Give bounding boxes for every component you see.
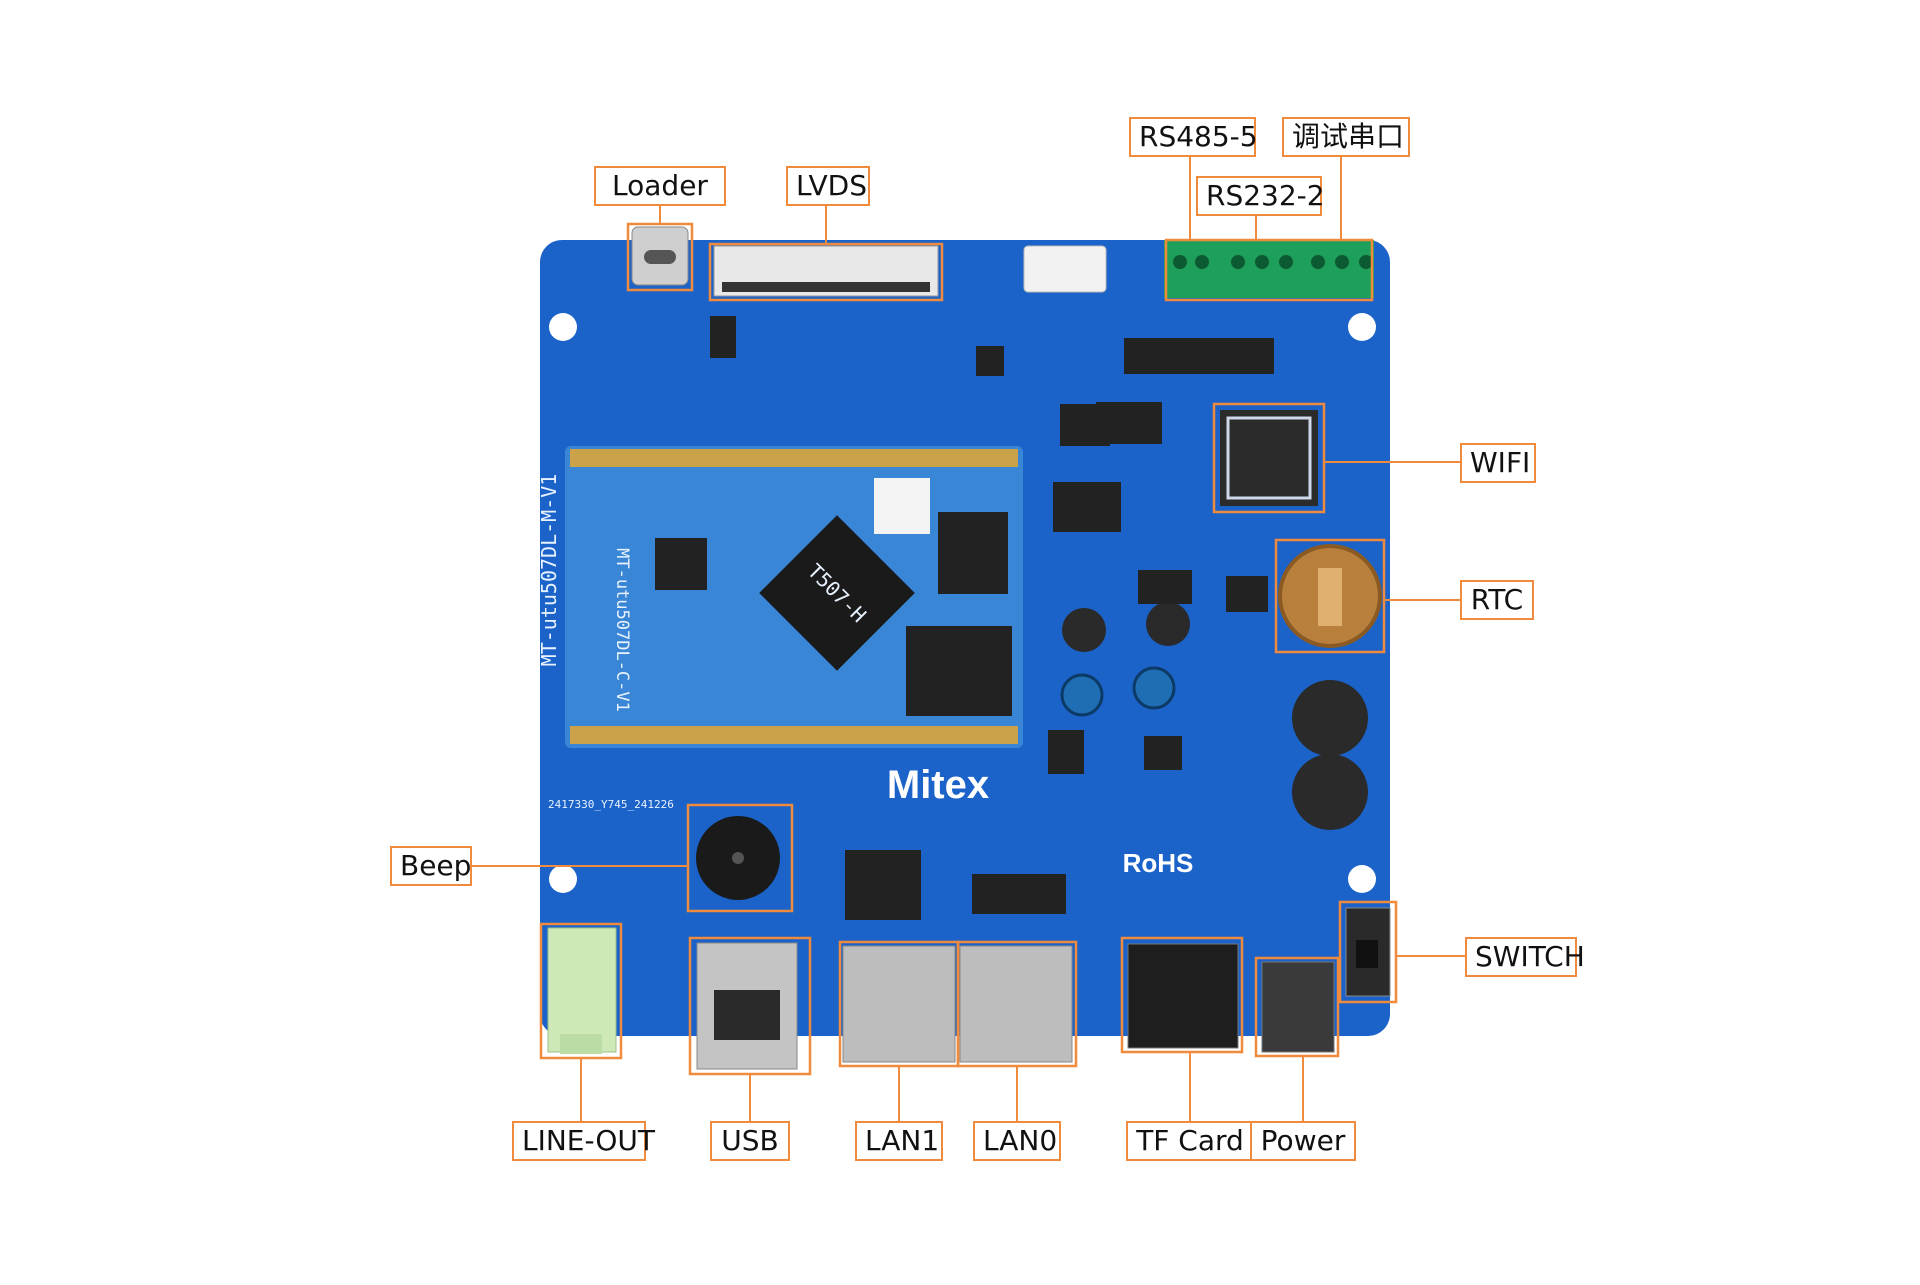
beep-label: Beep <box>390 846 472 886</box>
soc-chip <box>759 515 915 671</box>
rohs-text: RoHS <box>1123 848 1194 878</box>
qr-code <box>874 478 930 534</box>
leader-lines <box>470 152 1465 1121</box>
wifi-module <box>1220 410 1318 506</box>
jst-connector <box>1023 245 1107 293</box>
inductors <box>1060 666 1176 717</box>
rs485-label: RS485-5 <box>1129 117 1258 157</box>
pmic-chip <box>655 538 707 590</box>
brand-text: Mitex <box>887 763 989 807</box>
board-module-text: MT-utu507DL-M-V1 <box>537 474 561 667</box>
terminal-blocks <box>1164 240 1374 298</box>
pcb-code-text: 2417330_Y745_241226 <box>548 798 674 811</box>
audio-jack <box>547 927 617 1053</box>
rs232-label: RS232-2 <box>1196 176 1325 216</box>
wifi-label: WIFI <box>1460 443 1536 483</box>
lan0-port <box>959 945 1073 1063</box>
rtc-label: RTC <box>1460 580 1534 620</box>
emmc-chip <box>906 626 1012 716</box>
switch-label: SWITCH <box>1465 937 1585 977</box>
highlight-boxes <box>539 222 1398 1076</box>
lan1-port <box>842 945 956 1063</box>
debug-port-label: 调试串口 <box>1282 117 1410 157</box>
misc-ics <box>710 316 1274 920</box>
pin-header-top <box>570 449 1018 467</box>
mounting-holes <box>549 313 1376 893</box>
tf-card-slot <box>1127 943 1239 1049</box>
core-module-text: MT-utu507DL-C-V1 <box>612 548 632 712</box>
power-label: Power <box>1250 1121 1356 1161</box>
tf-card-label: TF Card <box>1126 1121 1254 1161</box>
electrolytic-capacitors <box>1062 602 1368 830</box>
line-out-label: LINE-OUT <box>512 1121 655 1161</box>
dram-chip <box>938 512 1008 594</box>
lan1-label: LAN1 <box>855 1121 943 1161</box>
usb-label: USB <box>710 1121 790 1161</box>
power-jack <box>1261 961 1335 1053</box>
pin-header-bottom <box>570 726 1018 744</box>
loader-label: Loader <box>594 166 726 206</box>
lvds-label: LVDS <box>786 166 870 206</box>
lan0-label: LAN0 <box>973 1121 1061 1161</box>
